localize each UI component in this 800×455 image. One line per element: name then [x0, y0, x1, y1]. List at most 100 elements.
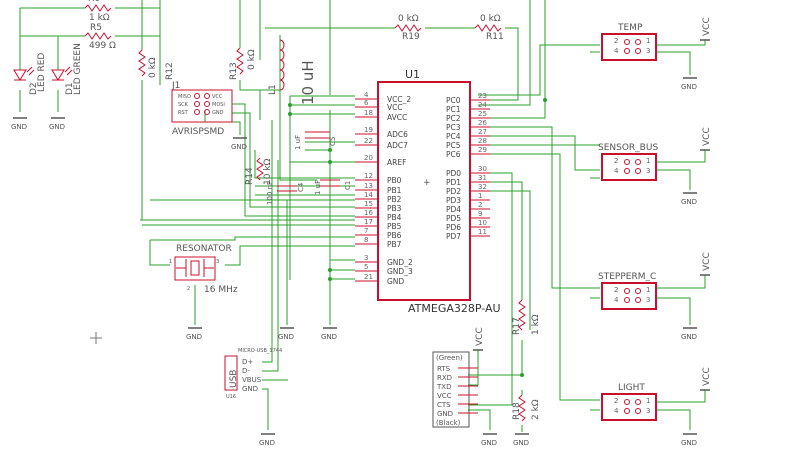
- isp-connector-j1[interactable]: J1 AVRISPSMD MISO SCK RST VCC MOSI GND: [171, 81, 233, 137]
- pin-num: 3: [646, 296, 650, 304]
- u1-pin-pb3: PB3: [387, 204, 402, 213]
- pin-num: 4: [614, 407, 619, 415]
- u1-pin-num-pc6: 29: [478, 146, 487, 154]
- resonator-pin-2: 2: [187, 286, 190, 292]
- gnd-symbol: GND: [681, 77, 697, 91]
- u1-pin-num-pd7: 11: [478, 228, 487, 236]
- gnd-label: GND: [11, 123, 27, 131]
- pin-num: 3: [646, 167, 650, 175]
- u1-pin-num-pb0: 12: [364, 172, 373, 180]
- resistor-r19[interactable]: 0 kΩ R19: [394, 14, 422, 42]
- u1-pin-num-gnd: 21: [364, 273, 373, 281]
- resistor-r11[interactable]: 0 kΩ R11: [474, 14, 504, 42]
- j1-pin-vcc: VCC: [212, 94, 223, 100]
- d1-name: D1: [65, 82, 75, 95]
- u1-pin-num-pc3: 26: [478, 119, 487, 127]
- u1-pin-pd4: PD4: [446, 205, 461, 214]
- u1-pin-gnd_2: GND_2: [387, 258, 413, 267]
- vcc-symbol: VCC: [473, 327, 485, 351]
- u1-pin-num-pc4: 27: [478, 128, 487, 136]
- pin-num: 3: [646, 47, 650, 55]
- u1-pin-pd5: PD5: [446, 214, 461, 223]
- r17-name: R17: [512, 317, 522, 335]
- r18-name: R18: [512, 402, 522, 420]
- u1-pin-num-adc6: 19: [364, 126, 373, 134]
- u1-pin-pd3: PD3: [446, 196, 461, 205]
- gnd-symbol: GND: [186, 327, 202, 341]
- gnd-label: GND: [186, 333, 202, 341]
- r18-value: 2 kΩ: [531, 399, 541, 420]
- u1-pin-avcc: AVCC: [387, 113, 407, 122]
- u1-pin-num-pb4: 16: [364, 209, 373, 217]
- gnd-symbol: GND: [278, 327, 294, 341]
- u1-pin-adc7: ADC7: [387, 141, 408, 150]
- led-d2[interactable]: D2 LED RED: [13, 53, 47, 95]
- gnd-label: GND: [481, 439, 497, 447]
- r17-value: 1 kΩ: [531, 314, 541, 335]
- connector-name: LIGHT: [618, 383, 645, 393]
- pin-num: 2: [614, 157, 618, 165]
- usb-pin-dplus: D+: [242, 358, 253, 366]
- resistor-r13[interactable]: R13 0 kΩ: [229, 47, 257, 80]
- usb-connector-u16[interactable]: USB MICRO-USB_1744 U16 D+ D- VBUS GND: [224, 348, 282, 400]
- gnd-label: GND: [513, 439, 529, 447]
- u1-part: ATMEGA328P-AU: [408, 302, 501, 315]
- capacitor-c1[interactable]: 1 uF C1: [314, 179, 352, 195]
- gnd-symbol: GND: [681, 192, 697, 206]
- resistor-r6[interactable]: R6 1 kΩ: [84, 0, 112, 23]
- resistor-r17[interactable]: R17 1 kΩ: [512, 299, 541, 335]
- j1-value: AVRISPSMD: [172, 127, 224, 137]
- u1-pin-vcc_2: VCC_2: [387, 95, 411, 104]
- r13-value: 0 kΩ: [247, 49, 257, 70]
- l1-name: L1: [268, 84, 278, 95]
- vcc-label: VCC: [702, 17, 712, 36]
- usb-name: USB: [229, 370, 239, 388]
- r19-value: 0 kΩ: [398, 14, 419, 24]
- r11-name: R11: [486, 32, 504, 42]
- u1-pin-pd1: PD1: [446, 178, 461, 187]
- capacitor-c4[interactable]: 100 nF C4: [266, 181, 305, 205]
- u1-pin-num-adc7: 22: [364, 137, 373, 145]
- u1-pin-gnd: GND: [387, 277, 404, 286]
- c4-value: 100 nF: [266, 181, 274, 205]
- pin-num: 2: [614, 397, 618, 405]
- usb-part: MICRO-USB_1744: [238, 348, 282, 354]
- u1-designator: U1: [405, 68, 420, 81]
- u1-pin-pb1: PB1: [387, 186, 402, 195]
- r13-name: R13: [229, 62, 239, 80]
- gnd-symbol: GND: [231, 137, 247, 151]
- capacitor-c5[interactable]: 1 uF C5: [294, 131, 337, 150]
- pin-num: 4: [614, 296, 619, 304]
- u1-pin-num-pb5: 17: [364, 218, 373, 226]
- resonator-freq: 16 MHz: [204, 285, 238, 295]
- pin-num: 2: [614, 37, 618, 45]
- resistor-r14[interactable]: R14 10 kΩ: [245, 157, 273, 185]
- pin-num: 1: [646, 157, 650, 165]
- resistor-r5[interactable]: R5 499 Ω: [84, 23, 116, 51]
- u1-pin-num-pb6: 7: [364, 227, 368, 235]
- u1-origin-mark: +: [423, 178, 431, 188]
- ftdi-pin-cts: CTS: [437, 401, 451, 409]
- u1-pin-gnd_3: GND_3: [387, 267, 413, 276]
- inductor-l1[interactable]: L1 10 uH: [268, 39, 317, 105]
- gnd-symbol: GND: [481, 433, 497, 447]
- resonator-pin-3: 3: [216, 259, 219, 265]
- connector-name: TEMP: [617, 23, 643, 33]
- led-d1[interactable]: D1 LED GREEN: [51, 43, 83, 95]
- resistor-r18[interactable]: R18 2 kΩ: [512, 394, 541, 422]
- vcc-label: VCC: [475, 327, 485, 346]
- u1-pin-pc5: PC5: [446, 141, 461, 150]
- j1-pin-rst: RST: [178, 110, 189, 116]
- resonator[interactable]: RESONATOR 16 MHz 1 2 3: [169, 244, 238, 295]
- usb-pin-vbus: VBUS: [242, 376, 262, 384]
- resistor-r12[interactable]: R12 0 kΩ: [138, 49, 175, 80]
- ftdi-bottom: (Black): [436, 419, 461, 427]
- gnd-symbol: GND: [49, 117, 65, 131]
